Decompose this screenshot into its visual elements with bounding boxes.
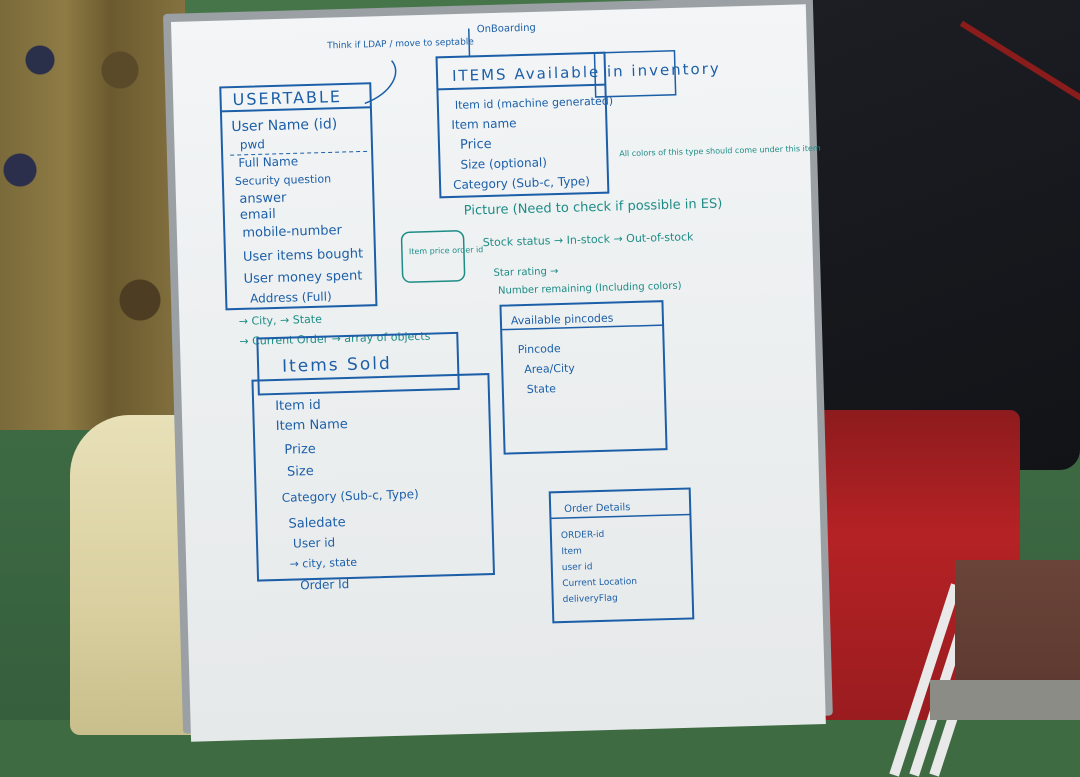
all-colors-note: All colors of this type should come unde… [619, 144, 821, 159]
items-available-note: Number remaining (Including colors) [498, 281, 682, 297]
black-shirt [790, 0, 1080, 470]
order-details-field: Current Location [562, 577, 637, 589]
items-available-field: Item id (machine generated) [455, 94, 614, 111]
pincodes-field: Area/City [524, 362, 575, 376]
order-details-field: ORDER-id [561, 530, 605, 541]
items-available-note: Star rating → [493, 266, 558, 279]
user-table-field: mobile-number [242, 223, 343, 241]
items-available-field: Price [460, 137, 492, 153]
items-available-note: Stock status → In-stock → Out-of-stock [483, 230, 695, 249]
items-sold-field: Item Name [276, 417, 348, 434]
items-sold-field: → city, state [289, 556, 357, 571]
inventory-box [593, 49, 677, 98]
items-sold-field: User id [293, 535, 335, 550]
order-details-field: Item [561, 547, 582, 558]
user-table-field: Security question [235, 172, 332, 188]
items-available-note: Picture (Need to check if possible in ES… [464, 196, 723, 218]
user-table-field: Full Name [238, 154, 298, 170]
items-sold-field: Order Id [300, 577, 349, 592]
items-available-box [435, 51, 610, 199]
user-table-field: pwd [240, 137, 265, 152]
items-sold-field: Saledate [288, 515, 346, 532]
items-available-title: ITEMS Available in inventory [452, 59, 721, 84]
user-table-box [219, 82, 378, 311]
onboarding-note: OnBoarding [477, 23, 536, 36]
whiteboard-writing: USERTABLE User Name (id) pwd Full Name S… [219, 23, 821, 624]
items-available-field: Category (Sub-c, Type) [453, 174, 590, 192]
pincodes-field: State [527, 382, 557, 396]
user-table-field: answer [239, 191, 287, 207]
floor [930, 680, 1080, 720]
items-available-field: Size (optional) [460, 155, 547, 171]
user-table-field: Address (Full) [250, 289, 332, 305]
item-price-note: Item price order id [409, 245, 484, 256]
pincodes-field: Pincode [518, 342, 562, 356]
pincodes-box [499, 300, 668, 455]
user-table-field: User items bought [243, 247, 363, 265]
user-table-title: USERTABLE [232, 87, 342, 109]
order-details-title: Order Details [564, 502, 631, 515]
items-sold-field: Prize [284, 442, 316, 458]
think-note: Think if LDAP / move to septable [326, 37, 474, 51]
items-available-field: Item name [451, 116, 517, 132]
pincodes-title: Available pincodes [511, 312, 614, 328]
user-table-field: email [240, 207, 276, 223]
user-table-field: User money spent [243, 269, 362, 287]
items-sold-box [251, 373, 496, 582]
user-table-subfield: → City, → State [239, 313, 323, 328]
items-sold-title: Items Sold [282, 354, 392, 377]
items-sold-field: Category (Sub-c, Type) [282, 487, 419, 505]
user-table-field: User Name (id) [231, 116, 337, 135]
items-sold-field: Item id [275, 398, 321, 414]
order-details-field: deliveryFlag [563, 594, 618, 606]
items-sold-field: Size [287, 464, 314, 480]
order-details-box [548, 487, 695, 624]
items-sold-header [256, 331, 460, 396]
order-details-field: user id [562, 562, 593, 573]
patterned-curtain [0, 0, 185, 430]
item-price-box [400, 230, 466, 283]
